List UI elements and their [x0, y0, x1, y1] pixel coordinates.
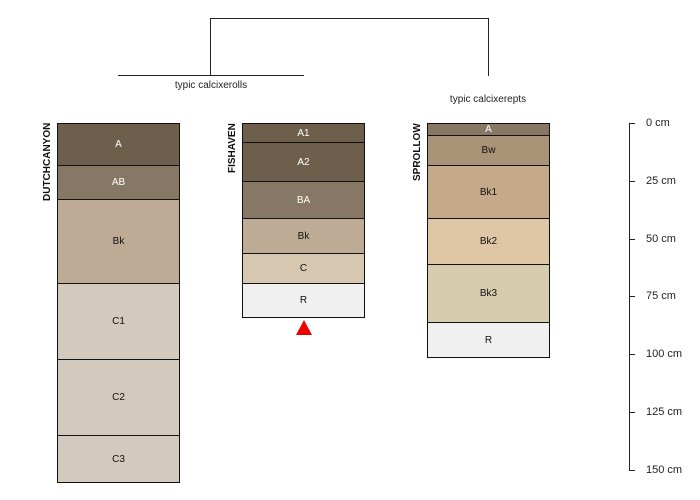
red-triangle-icon [295, 320, 312, 335]
horizon-label: C1 [112, 316, 125, 327]
horizon-label: C [299, 263, 308, 274]
depth-axis-line [629, 123, 630, 471]
horizon-c3: C3 [57, 435, 180, 483]
profile-name-dutchcanyon: DUTCHCANYON [42, 122, 53, 201]
horizon-bw: Bw [427, 135, 550, 166]
horizon-label: Bk [112, 236, 125, 247]
horizon-label: A [115, 139, 122, 150]
horizon-ba: BA [242, 181, 365, 219]
horizon-bk: Bk [242, 218, 365, 254]
depth-tick-label: 150 cm [646, 464, 683, 476]
horizon-label: C2 [112, 392, 125, 403]
horizon-c2: C2 [57, 359, 180, 436]
horizon-a2: A2 [242, 142, 365, 182]
horizon-c1: C1 [57, 283, 180, 360]
horizon-label: BA [296, 194, 311, 206]
horizon-label: A [485, 124, 492, 135]
horizon-label: R [299, 295, 308, 306]
horizon-label: Bk2 [479, 236, 498, 247]
horizon-label: R [484, 334, 493, 346]
horizon-label: Bk [297, 230, 310, 242]
horizon-bk1: Bk1 [427, 165, 550, 219]
dendrogram-left-stem [210, 18, 211, 76]
depth-tick [629, 181, 635, 182]
depth-tick [629, 412, 635, 413]
horizon-ab: AB [57, 165, 180, 200]
horizon-label: Bw [481, 145, 496, 156]
depth-tick [629, 296, 635, 297]
horizon-bk2: Bk2 [427, 218, 550, 265]
depth-tick [629, 123, 635, 124]
dendrogram-right-stem [488, 18, 489, 76]
profile-name-fishaven: FISHAVEN [227, 123, 238, 173]
horizon-label: Bk1 [479, 186, 498, 198]
depth-tick-label: 25 cm [646, 175, 676, 187]
depth-tick-label: 75 cm [646, 290, 676, 302]
horizon-label: A1 [297, 127, 310, 139]
horizon-r: R [427, 322, 550, 358]
depth-tick-label: 125 cm [646, 406, 683, 418]
horizon-r: R [242, 283, 365, 318]
depth-tick [629, 470, 635, 471]
dendrogram-top-bar [210, 18, 489, 19]
depth-tick-label: 50 cm [646, 233, 676, 245]
profile-name-sprollow: SPROLLOW [412, 123, 423, 181]
horizon-bk: Bk [57, 199, 180, 284]
group-label-calcixerolls: typic calcixerolls [174, 80, 248, 91]
depth-tick-label: 100 cm [646, 348, 683, 360]
horizon-label: C3 [112, 453, 125, 465]
dendrogram-left-branch [118, 75, 304, 76]
depth-tick [629, 239, 635, 240]
group-label-calcixerepts: typic calcixerepts [449, 94, 527, 105]
horizon-bk3: Bk3 [427, 264, 550, 323]
depth-tick-label: 0 cm [646, 117, 670, 129]
horizon-label: A2 [297, 156, 310, 168]
horizon-label: AB [111, 177, 126, 188]
horizon-a: A [57, 123, 180, 166]
horizon-label: Bk3 [479, 288, 498, 299]
depth-tick [629, 354, 635, 355]
horizon-a1: A1 [242, 123, 365, 143]
horizon-c: C [242, 253, 365, 284]
